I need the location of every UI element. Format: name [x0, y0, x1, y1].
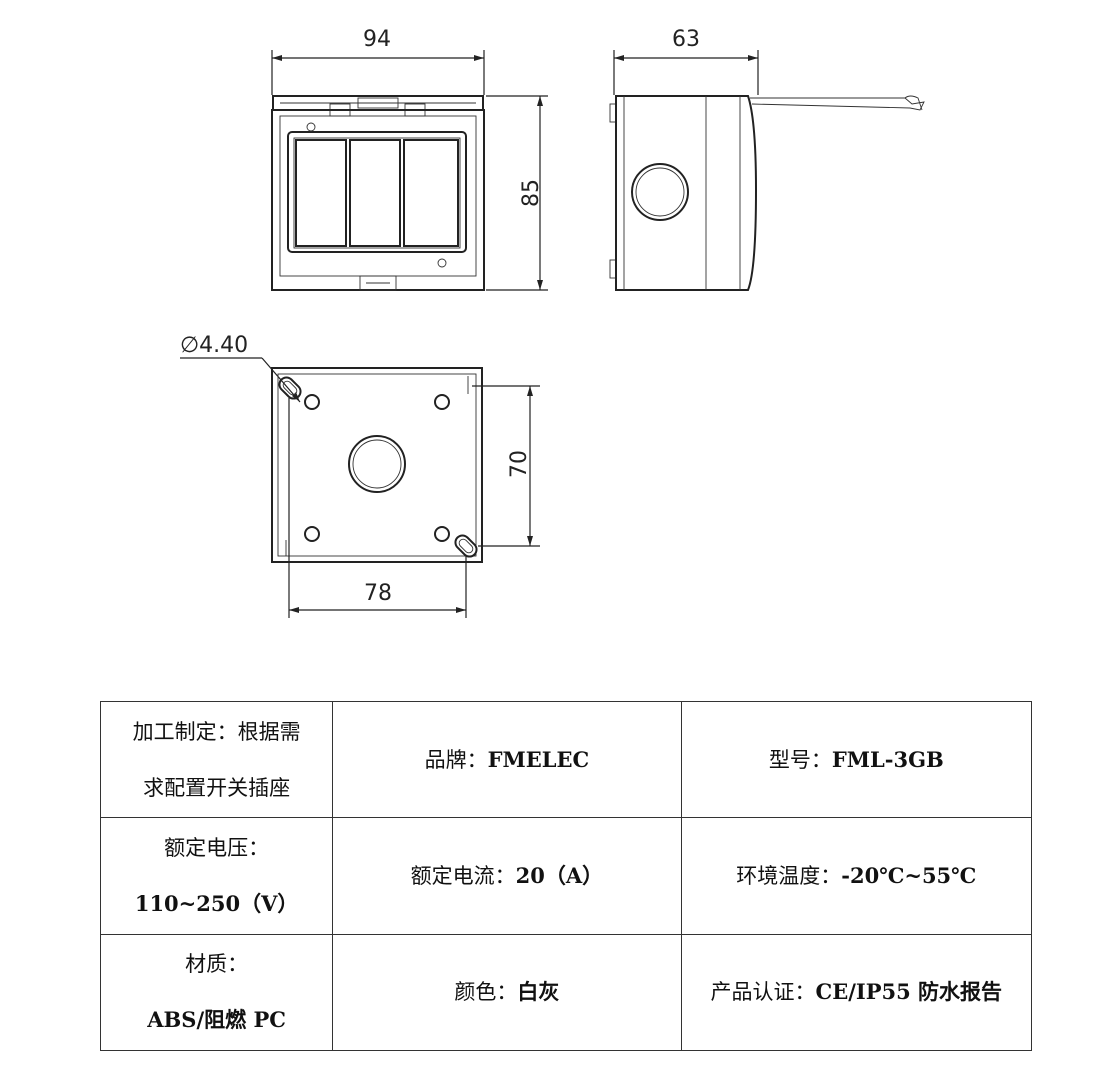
spec-line: 产品认证：CE/IP55 防水报告 [688, 964, 1025, 1020]
spec-line: 颜色：白灰 [339, 964, 674, 1020]
front-height-label: 85 [519, 179, 544, 207]
spec-line: 环境温度：-20℃~55℃ [688, 848, 1025, 904]
spec-label: 型号： [768, 747, 832, 772]
spec-cell: 材质： ABS/阻燃 PC [99, 933, 334, 1052]
spec-value: FML-3GB [831, 746, 944, 772]
spec-value: 白灰 [517, 979, 560, 1005]
spec-cell: 品牌：FMELEC [332, 700, 682, 819]
spec-label: 加工制定：根据需 [132, 719, 301, 744]
spec-cell: 产品认证：CE/IP55 防水报告 [680, 933, 1033, 1052]
front-width-label: 94 [363, 27, 391, 52]
spec-line: ABS/阻燃 PC [107, 992, 326, 1048]
spec-value: FMELEC [487, 746, 590, 772]
spec-label: 环境温度： [736, 863, 842, 888]
spec-line: 材质： [107, 936, 326, 992]
spec-label: 产品认证： [710, 980, 816, 1005]
spec-line: 型号：FML-3GB [688, 732, 1025, 788]
spec-cell: 型号：FML-3GB [680, 700, 1033, 819]
spec-cell: 额定电压： 110~250（V） [99, 817, 334, 935]
spec-cell: 额定电流：20（A） [332, 817, 682, 935]
spec-line: 额定电压： [107, 820, 326, 876]
spec-label: 颜色： [454, 980, 518, 1005]
spec-label: 额定电流： [410, 863, 516, 888]
side-depth-label: 63 [672, 27, 700, 52]
spec-cell: 环境温度：-20℃~55℃ [680, 817, 1033, 935]
spec-value: 110~250（V） [134, 890, 299, 916]
back-vertical-label: 70 [507, 450, 532, 478]
spec-line: 求配置开关插座 [107, 760, 326, 816]
back-horizontal-label: 78 [364, 581, 392, 606]
spec-value: ABS/阻燃 PC [147, 1007, 286, 1033]
spec-label: 材质： [185, 952, 249, 977]
hole-diameter-label: ∅4.40 [180, 333, 248, 358]
front-view: 94 85 [271, 27, 548, 291]
spec-label: 求配置开关插座 [143, 775, 291, 800]
spec-cell: 颜色：白灰 [332, 933, 682, 1052]
spec-value: CE/IP55 防水报告 [815, 979, 1003, 1005]
spec-label: 品牌： [424, 747, 488, 772]
spec-value: -20℃~55℃ [841, 862, 977, 888]
spec-cell: 加工制定：根据需求配置开关插座 [99, 700, 334, 819]
spec-line: 110~250（V） [107, 876, 326, 932]
technical-drawing: 94 85 63 [180, 27, 925, 618]
side-view: 63 [609, 27, 925, 291]
spec-label: 额定电压： [164, 835, 270, 860]
spec-line: 额定电流：20（A） [339, 848, 674, 904]
spec-row: 额定电压：110~250（V）额定电流：20（A）环境温度：-20℃~55℃ [99, 817, 1033, 935]
spec-value: 20（A） [515, 862, 604, 888]
back-view: ∅4.40 70 78 [180, 333, 540, 618]
spec-line: 品牌：FMELEC [339, 732, 674, 788]
spec-line: 加工制定：根据需 [107, 704, 326, 760]
